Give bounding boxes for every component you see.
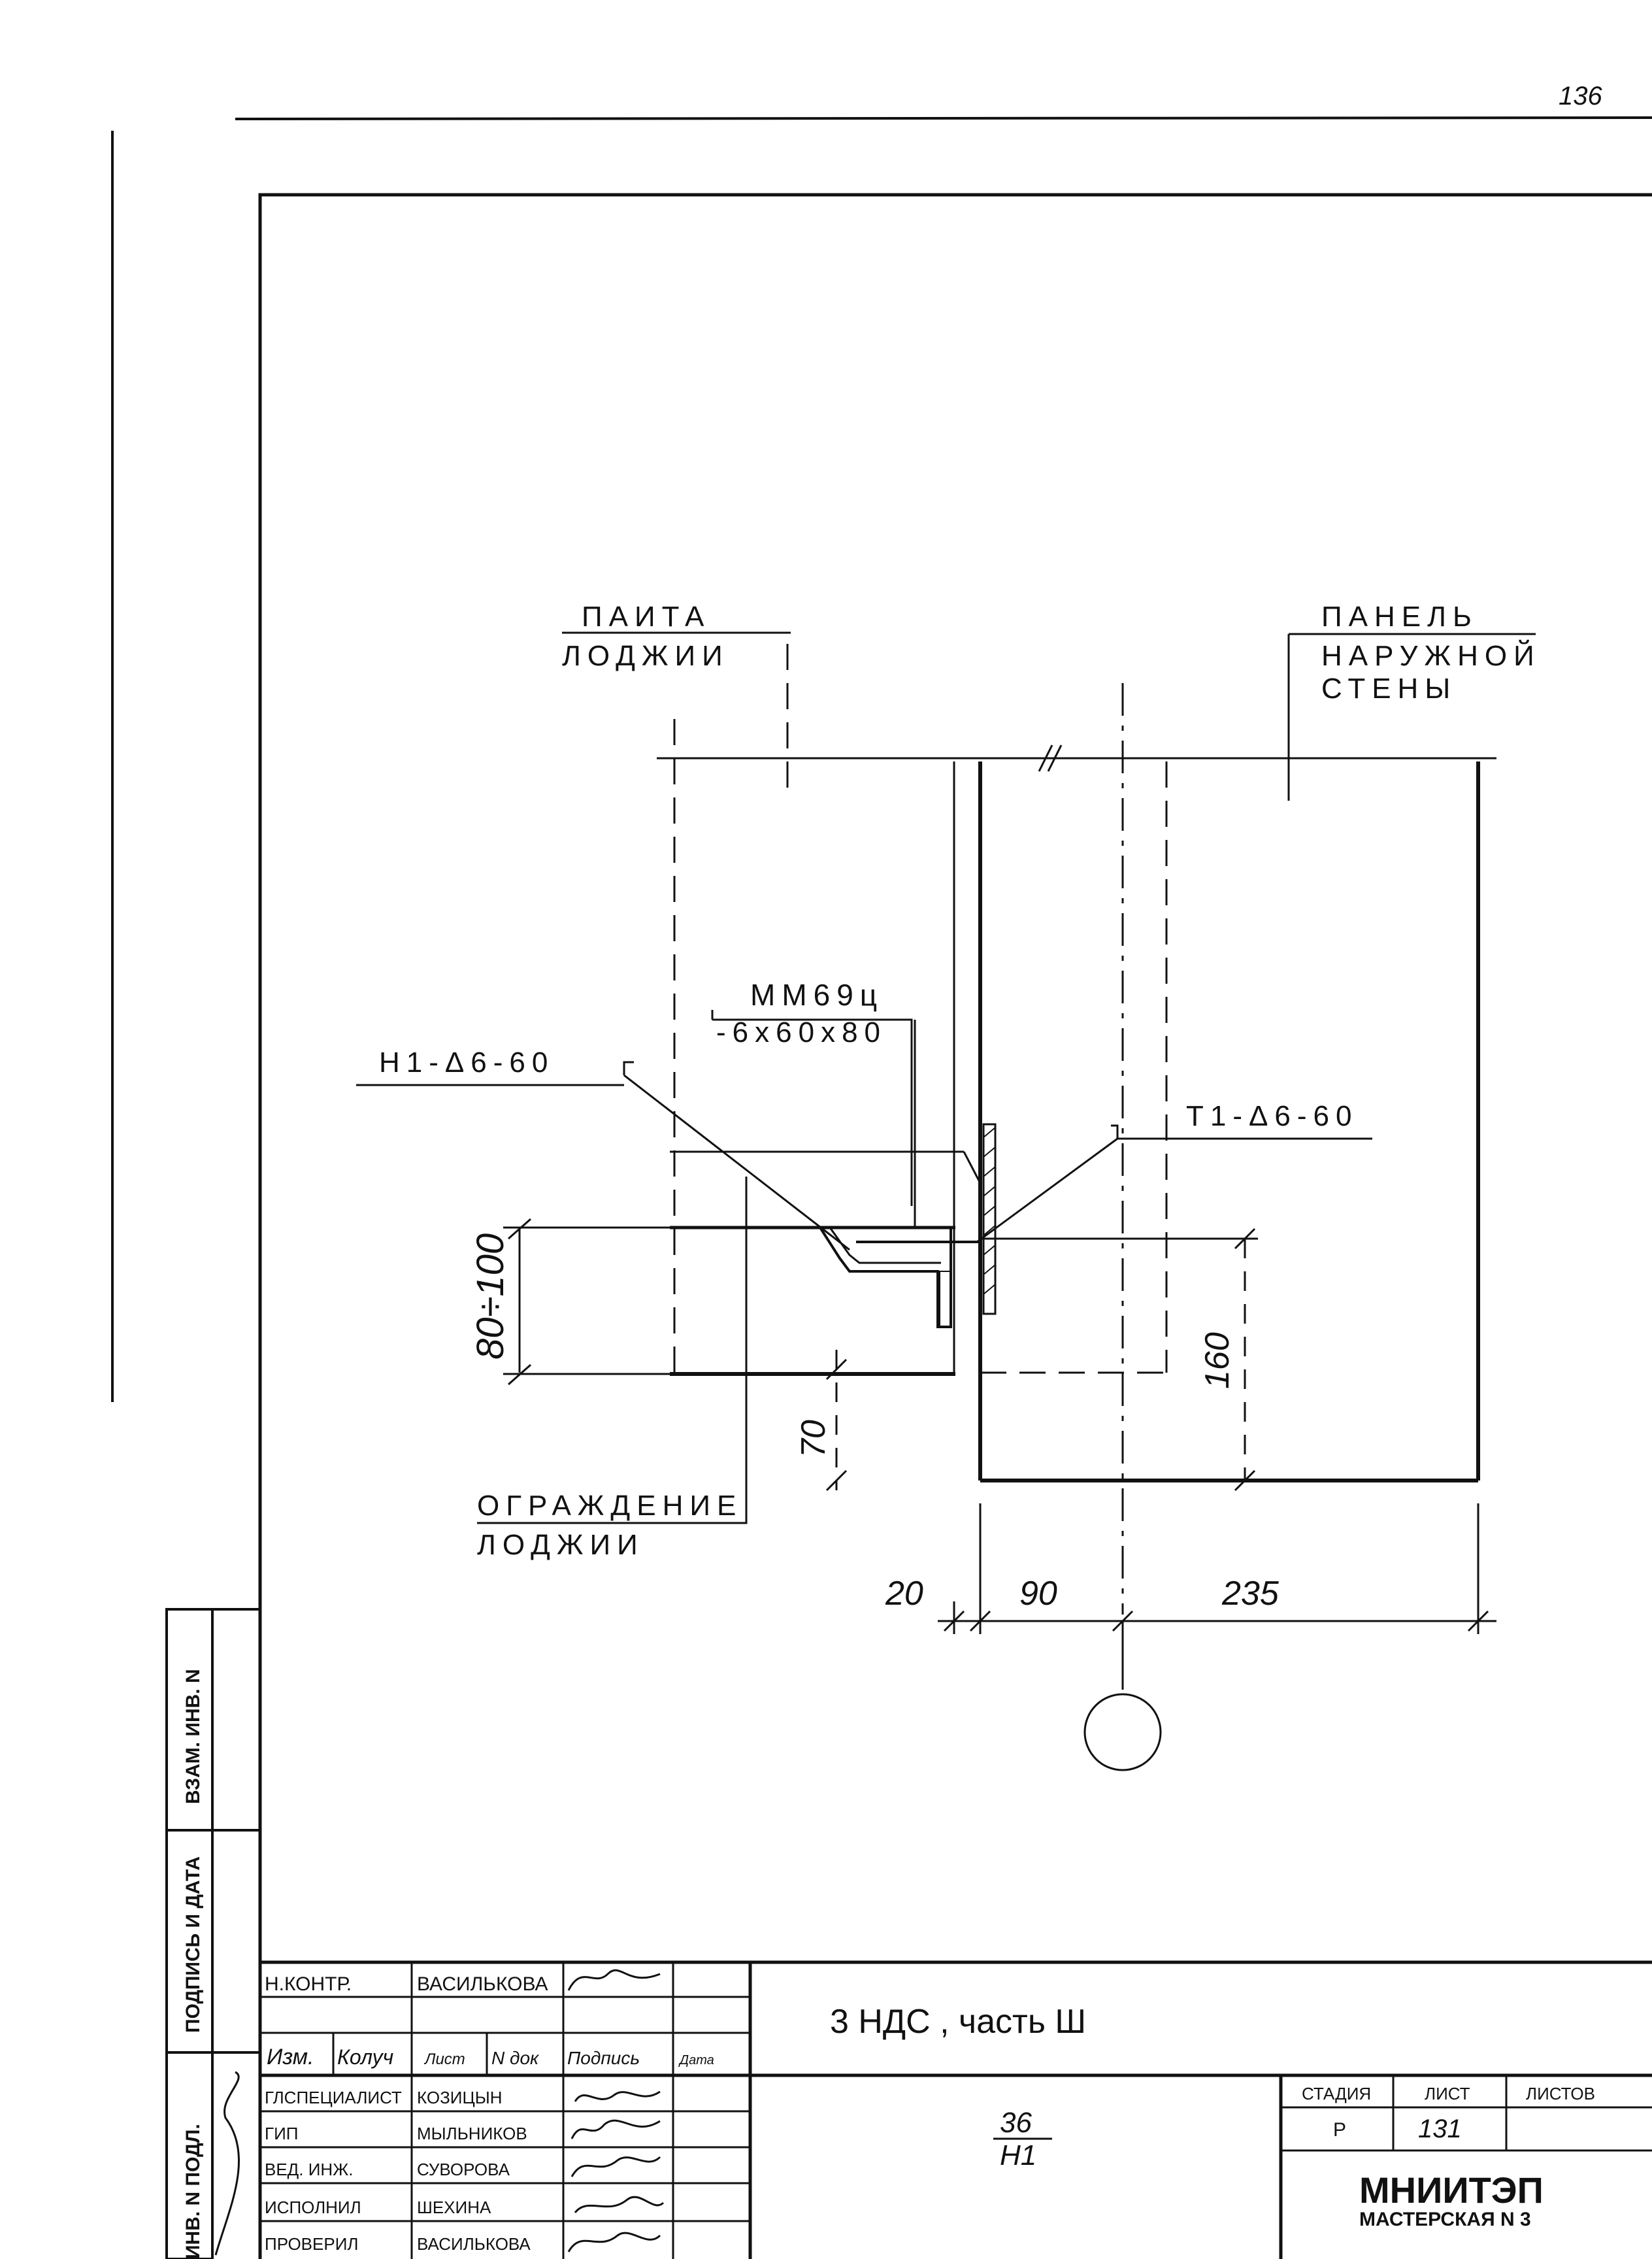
header-izm: Изм. — [267, 2045, 314, 2069]
axis-marker-circle — [1083, 1693, 1162, 1771]
header-koluch: Колуч — [337, 2045, 393, 2069]
label-slab-2: ЛОДЖИИ — [562, 640, 729, 672]
n-kontr-name: ВАСИЛЬКОВА — [417, 1973, 548, 1995]
role-3: ВЕД. ИНЖ. — [265, 2160, 353, 2179]
role-1: ГЛСПЕЦИАЛИСТ — [265, 2088, 402, 2107]
org-sub: МАСТЕРСКАЯ N 3 — [1359, 2209, 1531, 2230]
header-list: Лист — [423, 2050, 465, 2068]
project-title: 3 НДС , часть Ш — [830, 2003, 1086, 2041]
dim-80-100: 80÷100 — [469, 1233, 512, 1360]
drawing-code-top: 36 — [1000, 2107, 1032, 2139]
role-5: ПРОВЕРИЛ — [265, 2234, 358, 2254]
label-weld-right: Т1-Δ6-60 — [1186, 1100, 1358, 1132]
label-weld-left: Н1-Δ6-60 — [379, 1046, 554, 1079]
label-panel-1: ПАНЕЛЬ — [1321, 601, 1478, 633]
side-stamp — [165, 1608, 260, 2259]
dim-70: 70 — [795, 1420, 833, 1458]
header-podpis: Подпись — [567, 2048, 640, 2068]
label-embed-2: -6х60х80 — [716, 1016, 887, 1048]
signatures — [567, 1969, 665, 2252]
side-podpis-data: ПОДПИСЬ И ДАТА — [182, 1856, 204, 2033]
name-4: ШЕХИНА — [417, 2198, 491, 2217]
drawing-labels: ПАИТА ЛОДЖИИ ПАНЕЛЬ НАРУЖНОЙ СТЕНЫ ММ69ц… — [379, 601, 1541, 1613]
label-slab-1: ПАИТА — [582, 601, 710, 633]
role-2: ГИП — [265, 2124, 298, 2143]
side-vzam-inv: ВЗАМ. ИНВ. N — [182, 1669, 204, 1804]
n-kontr-label: Н.КОНТР. — [265, 1973, 352, 1995]
name-1: КОЗИЦЫН — [417, 2088, 503, 2107]
detail-drawing — [356, 631, 1536, 1771]
label-fence-1: ОГРАЖДЕНИЕ — [477, 1490, 742, 1522]
dim-90: 90 — [1019, 1575, 1057, 1613]
label-fence-2: ЛОДЖИИ — [477, 1529, 644, 1561]
title-block — [260, 1960, 1652, 2259]
label-embed-1: ММ69ц — [750, 978, 884, 1012]
sheets-header: ЛИСТОВ — [1526, 2084, 1595, 2103]
org-name: МНИИТЭП — [1359, 2169, 1544, 2211]
frame-border — [258, 193, 1652, 2259]
label-panel-2: НАРУЖНОЙ — [1321, 639, 1541, 672]
stage-value: Р — [1333, 2119, 1346, 2141]
name-5: ВАСИЛЬКОВА — [417, 2234, 531, 2254]
name-2: МЫЛЬНИКОВ — [417, 2124, 527, 2143]
name-3: СУВОРОВА — [417, 2160, 510, 2179]
sheet-value: 131 — [1418, 2115, 1462, 2143]
side-signature — [214, 2071, 240, 2256]
role-4: ИСПОЛНИЛ — [265, 2198, 361, 2217]
header-data: Дата — [678, 2053, 714, 2067]
top-trim-line — [235, 116, 1652, 120]
dim-20: 20 — [885, 1575, 923, 1613]
dim-235: 235 — [1221, 1575, 1280, 1613]
side-inv-podl: ИНВ. N ПОДЛ. — [182, 2124, 204, 2259]
sheet-header: ЛИСТ — [1425, 2084, 1470, 2103]
header-ndok: N док — [491, 2048, 540, 2068]
dim-160: 160 — [1198, 1332, 1236, 1389]
stage-header: СТАДИЯ — [1302, 2084, 1371, 2103]
label-panel-3: СТЕНЫ — [1321, 673, 1457, 705]
page-number: 136 — [1559, 82, 1602, 110]
drawing-code-bottom: Н1 — [1000, 2139, 1036, 2171]
